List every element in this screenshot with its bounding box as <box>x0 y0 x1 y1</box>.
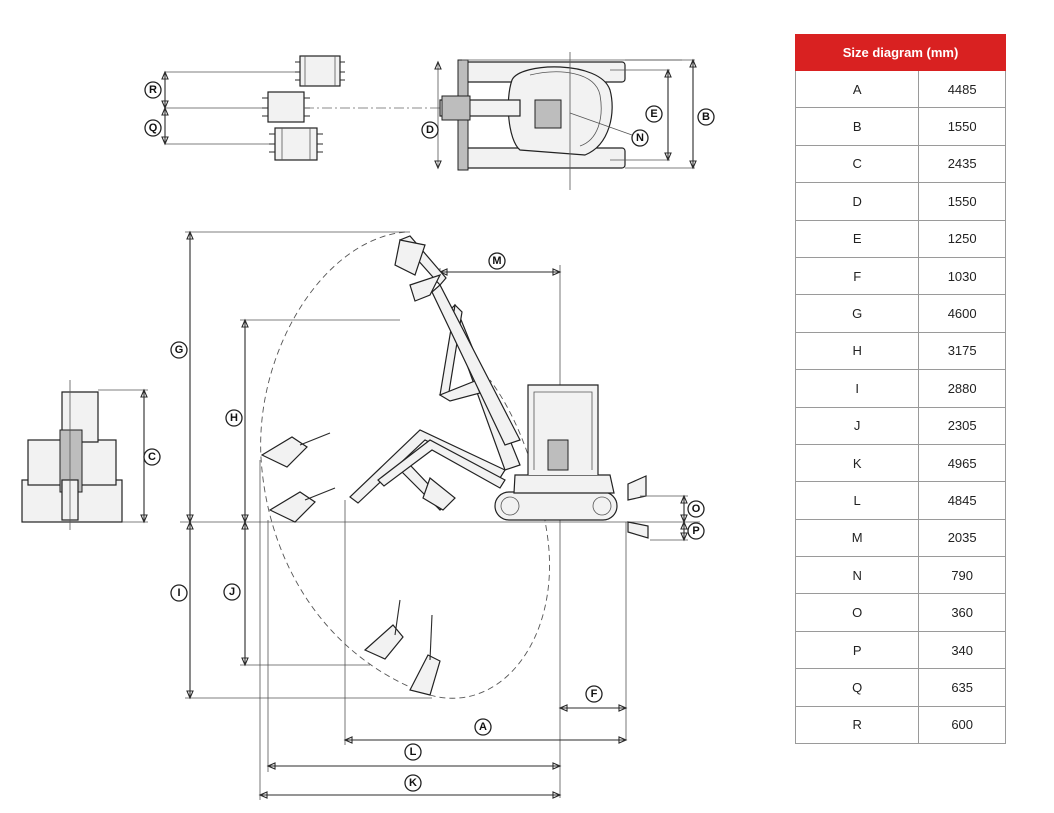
row-value: 2035 <box>918 518 1006 558</box>
row-key: F <box>794 256 920 296</box>
label-H: H <box>225 409 243 427</box>
label-M: M <box>488 252 506 270</box>
front-view <box>21 380 148 530</box>
label-Q: Q <box>144 119 162 137</box>
row-key: C <box>794 144 920 184</box>
svg-text:M: M <box>492 255 501 267</box>
svg-text:O: O <box>692 503 701 515</box>
row-value: 340 <box>918 630 1006 670</box>
svg-text:G: G <box>175 344 184 356</box>
svg-text:P: P <box>692 525 699 537</box>
label-A: A <box>474 718 492 736</box>
row-value: 1250 <box>918 219 1006 258</box>
row-value: 1030 <box>918 256 1006 296</box>
row-value: 600 <box>918 705 1006 745</box>
row-key: E <box>794 219 920 258</box>
row-key: O <box>794 593 920 632</box>
row-key: H <box>794 331 920 371</box>
label-N: N <box>631 129 649 147</box>
row-value: 4965 <box>918 443 1006 483</box>
top-plan-view <box>434 52 697 190</box>
row-key: A <box>794 69 920 109</box>
label-B: B <box>697 108 715 126</box>
row-key: M <box>794 518 920 558</box>
label-G: G <box>170 341 188 359</box>
label-C: C <box>143 448 161 466</box>
table-title: Size diagram (mm) <box>795 34 1006 71</box>
svg-text:R: R <box>149 84 157 96</box>
row-key: J <box>794 406 920 445</box>
row-value: 4845 <box>918 481 1006 520</box>
svg-text:E: E <box>650 108 657 120</box>
row-key: B <box>794 107 920 146</box>
label-D: D <box>421 121 439 139</box>
row-value: 1550 <box>918 182 1006 221</box>
row-value: 790 <box>918 556 1006 595</box>
row-key: Q <box>794 668 920 707</box>
row-key: G <box>794 294 920 333</box>
svg-text:I: I <box>177 587 180 599</box>
row-key: L <box>794 481 920 520</box>
row-value: 635 <box>918 668 1006 707</box>
label-F: F <box>585 685 603 703</box>
svg-text:H: H <box>230 412 238 424</box>
row-key: P <box>794 630 920 670</box>
svg-text:Q: Q <box>149 122 158 134</box>
svg-text:A: A <box>479 721 487 733</box>
label-O: O <box>687 500 705 518</box>
row-value: 2435 <box>918 144 1006 184</box>
bucket-plan-views <box>161 55 440 161</box>
label-P: P <box>687 522 705 540</box>
svg-text:L: L <box>410 746 417 758</box>
label-L: L <box>404 743 422 761</box>
row-value: 3175 <box>918 331 1006 371</box>
diagram-canvas: R Q D E N B G H C I J M O P F A L K <box>21 52 715 800</box>
row-key: D <box>794 182 920 221</box>
label-K: K <box>404 774 422 792</box>
row-key: I <box>794 369 920 408</box>
label-E: E <box>645 105 663 123</box>
row-key: N <box>794 556 920 595</box>
svg-text:B: B <box>702 111 710 123</box>
svg-text:C: C <box>148 451 156 463</box>
svg-text:D: D <box>426 124 434 136</box>
label-R: R <box>144 81 162 99</box>
svg-text:N: N <box>636 132 644 144</box>
row-value: 360 <box>918 593 1006 632</box>
row-value: 4600 <box>918 294 1006 333</box>
side-view <box>180 230 700 800</box>
label-J: J <box>223 583 241 601</box>
svg-text:J: J <box>229 586 235 598</box>
row-key: R <box>794 705 920 745</box>
row-value: 2880 <box>918 369 1006 408</box>
svg-text:F: F <box>591 688 598 700</box>
row-value: 4485 <box>918 69 1006 109</box>
excavator-dimension-diagram: R Q D E N B G H C I J M O P F A L K <box>21 52 715 800</box>
label-I: I <box>170 584 188 602</box>
row-key: K <box>794 443 920 483</box>
svg-text:K: K <box>409 777 417 789</box>
row-value: 2305 <box>918 406 1006 445</box>
row-value: 1550 <box>918 107 1006 146</box>
table-header-row: Size diagram (mm) <box>795 34 1006 71</box>
